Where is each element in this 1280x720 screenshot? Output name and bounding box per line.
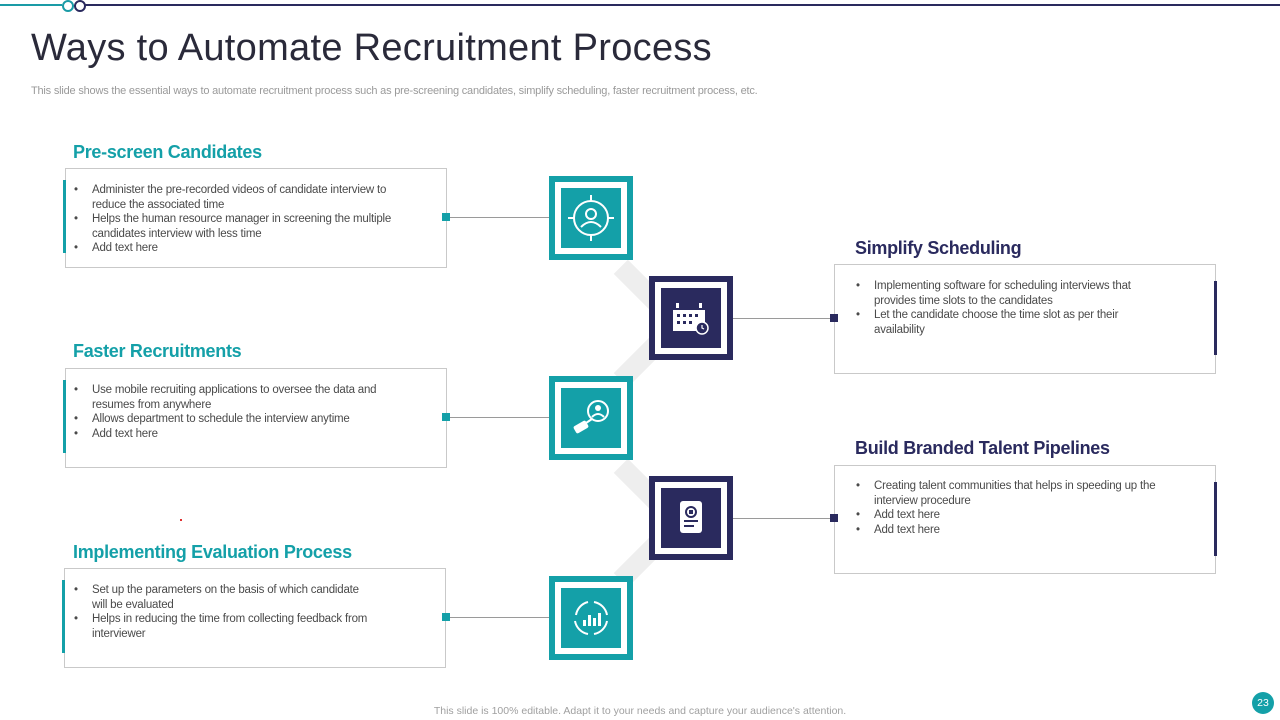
connector-square <box>442 613 450 621</box>
text-box-talent-pipelines: Creating talent communities that helps i… <box>834 465 1216 574</box>
bullet: Helps the human resource manager in scre… <box>74 212 404 241</box>
connector-square <box>442 213 450 221</box>
connector-square <box>830 514 838 522</box>
connector-line <box>731 318 834 319</box>
text-box-simplify-scheduling: Implementing software for scheduling int… <box>834 264 1216 374</box>
bullet: Use mobile recruiting applications to ov… <box>74 383 419 412</box>
bullet: Administer the pre-recorded videos of ca… <box>74 183 404 212</box>
text-box-evaluation: Set up the parameters on the basis of wh… <box>64 568 446 668</box>
connector-line <box>446 617 550 618</box>
icon-frame-talent-pipelines <box>649 476 733 560</box>
user-target-icon <box>561 188 621 248</box>
footer-note: This slide is 100% editable. Adapt it to… <box>433 705 847 717</box>
accent-bar <box>63 380 66 453</box>
mobile-user-icon <box>561 388 621 448</box>
bullet: Add text here <box>74 241 404 256</box>
section-heading-talent-pipelines: Build Branded Talent Pipelines <box>855 438 1110 458</box>
text-box-faster-recruitments: Use mobile recruiting applications to ov… <box>65 368 447 468</box>
bullet: Allows department to schedule the interv… <box>74 412 419 427</box>
slide-title: Ways to Automate Recruitment Process <box>31 27 712 69</box>
accent-bar <box>1214 281 1217 355</box>
accent-bar <box>62 580 65 653</box>
stray-mark <box>180 519 182 521</box>
bullet: Helps in reducing the time from collecti… <box>74 612 374 641</box>
icon-frame-pre-screen <box>549 176 633 260</box>
icon-frame-evaluation <box>549 576 633 660</box>
connector-square <box>442 413 450 421</box>
bullet: Add text here <box>856 508 1196 523</box>
accent-bar <box>1214 482 1217 556</box>
top-rule-dot-teal <box>62 0 74 12</box>
bullet: Let the candidate choose the time slot a… <box>856 308 1146 337</box>
icon-frame-simplify-scheduling <box>649 276 733 360</box>
section-heading-simplify-scheduling: Simplify Scheduling <box>855 238 1022 258</box>
connector-line <box>447 217 550 218</box>
bullet: Add text here <box>74 427 419 442</box>
connector-line <box>731 518 834 519</box>
connector-line <box>447 417 550 418</box>
page-number: 23 <box>1252 692 1274 714</box>
connector-square <box>830 314 838 322</box>
section-heading-faster-recruitments: Faster Recruitments <box>73 341 242 361</box>
bullet: Implementing software for scheduling int… <box>856 279 1146 308</box>
top-rule-navy <box>84 4 1280 6</box>
calendar-clock-icon <box>661 288 721 348</box>
bullet: Creating talent communities that helps i… <box>856 479 1196 508</box>
slide-subtitle: This slide shows the essential ways to a… <box>31 85 758 97</box>
bullet: Set up the parameters on the basis of wh… <box>74 583 374 612</box>
id-badge-icon <box>661 488 721 548</box>
bullet: Add text here <box>856 523 1196 538</box>
section-heading-evaluation: Implementing Evaluation Process <box>73 542 352 562</box>
cycle-chart-icon <box>561 588 621 648</box>
icon-frame-faster-recruitments <box>549 376 633 460</box>
section-heading-pre-screen: Pre-screen Candidates <box>73 142 262 162</box>
text-box-pre-screen: Administer the pre-recorded videos of ca… <box>65 168 447 268</box>
top-rule-dot-navy <box>74 0 86 12</box>
top-rule-teal <box>0 4 62 6</box>
accent-bar <box>63 180 66 253</box>
